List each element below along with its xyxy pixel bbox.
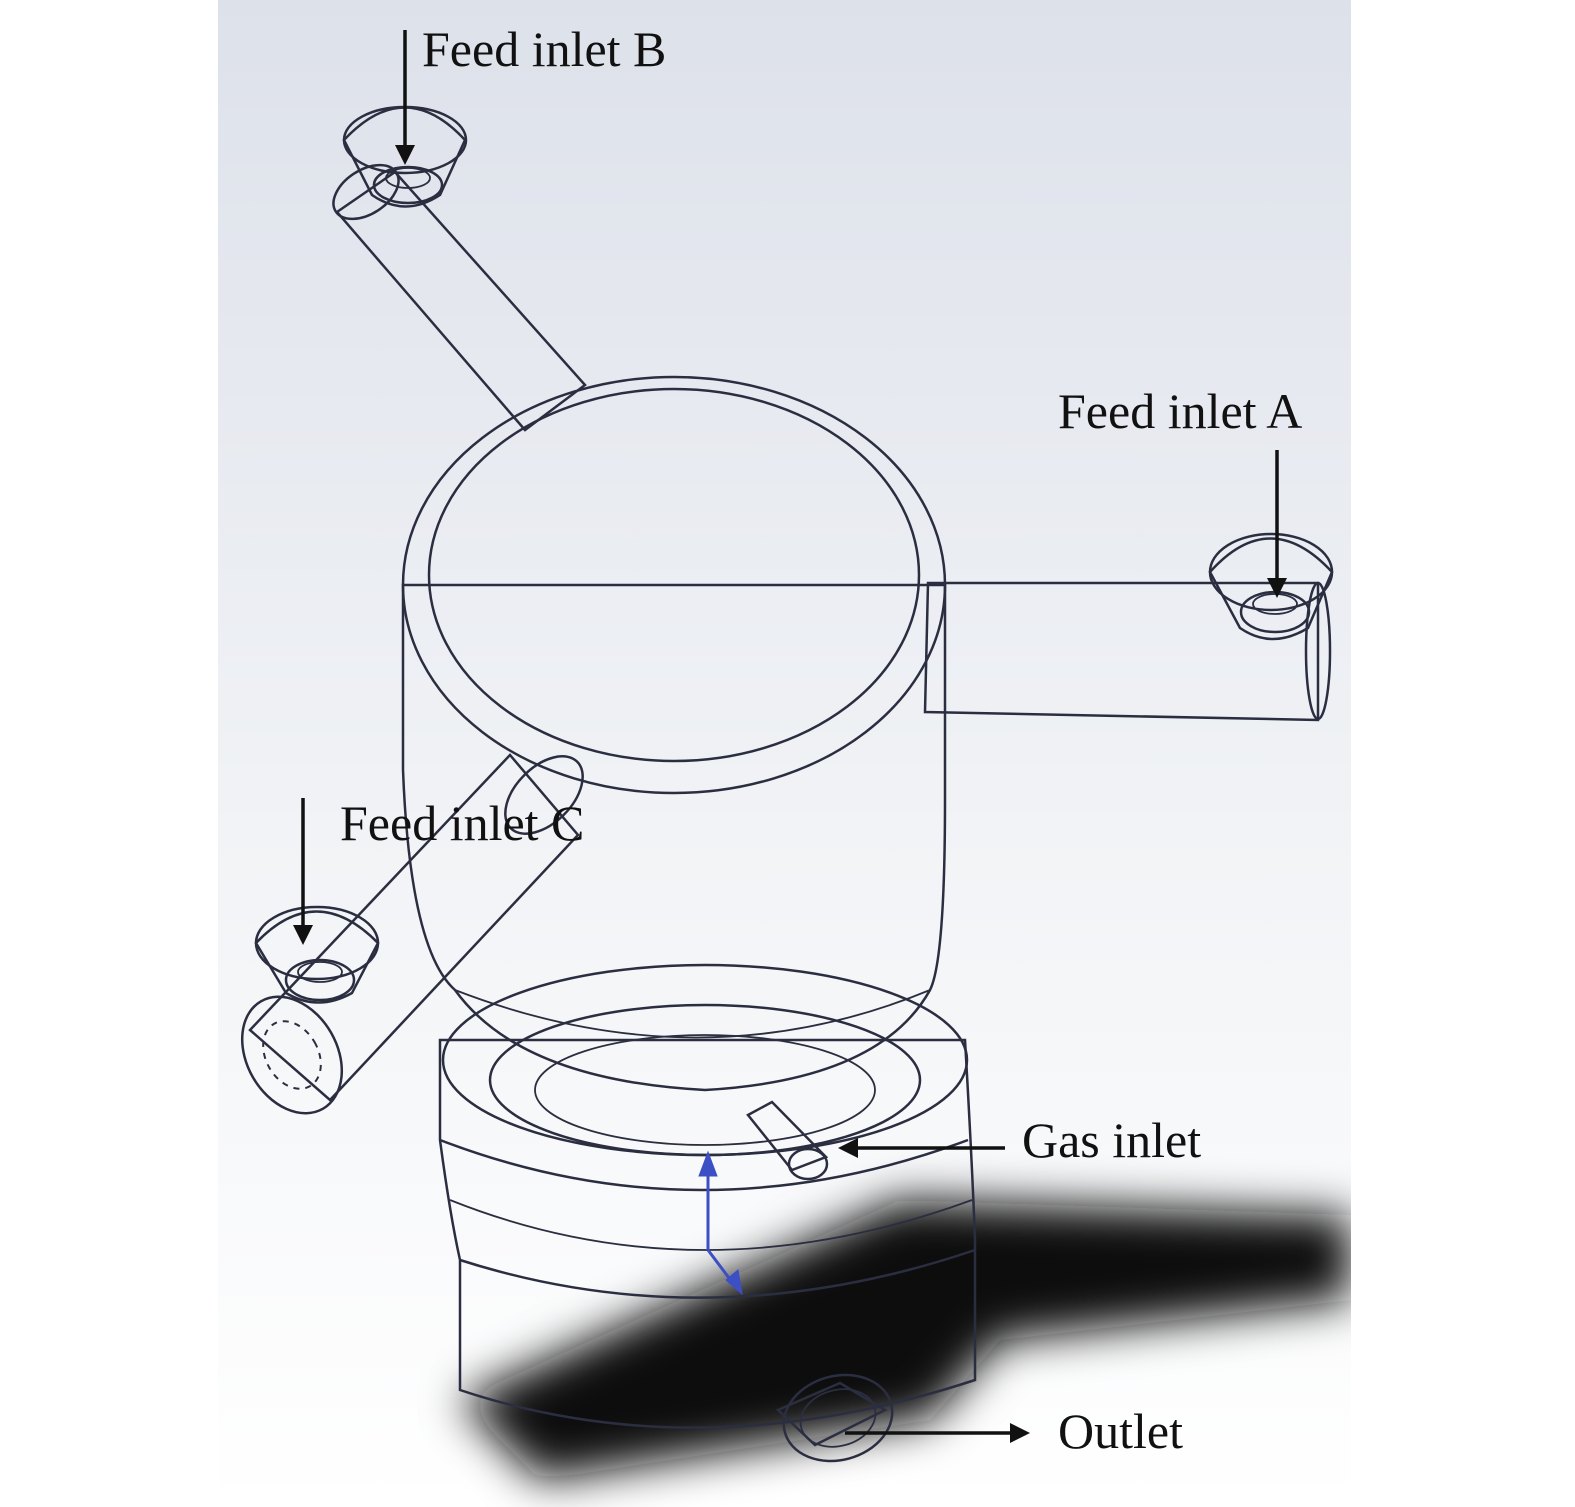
funnel-c [254,905,380,1004]
outlet-pipe [775,1373,894,1463]
arrow-outlet [845,1423,1030,1443]
gas-inlet-pipe [746,1100,829,1181]
arrow-feed-inlet-c [293,798,313,945]
feed-pipe-a [923,581,1332,722]
arrow-feed-inlet-b [395,30,415,165]
main-body [401,375,947,1092]
lower-body [438,963,977,1429]
label-feed-inlet-c: Feed inlet C [340,795,584,851]
coordinate-axis-icon [698,1150,743,1296]
arrow-gas-inlet [838,1138,1005,1158]
funnel-a [1208,532,1334,641]
funnel-b [342,105,468,208]
label-feed-inlet-a: Feed inlet A [1058,383,1302,439]
arrow-feed-inlet-a [1267,450,1287,598]
reactor-shadow [460,1200,1351,1480]
label-gas-inlet: Gas inlet [1022,1112,1201,1168]
label-feed-inlet-b: Feed inlet B [422,21,666,77]
feed-pipe-c [240,753,584,1115]
right-bg-edge [1351,0,1575,1507]
label-outlet: Outlet [1058,1403,1183,1459]
